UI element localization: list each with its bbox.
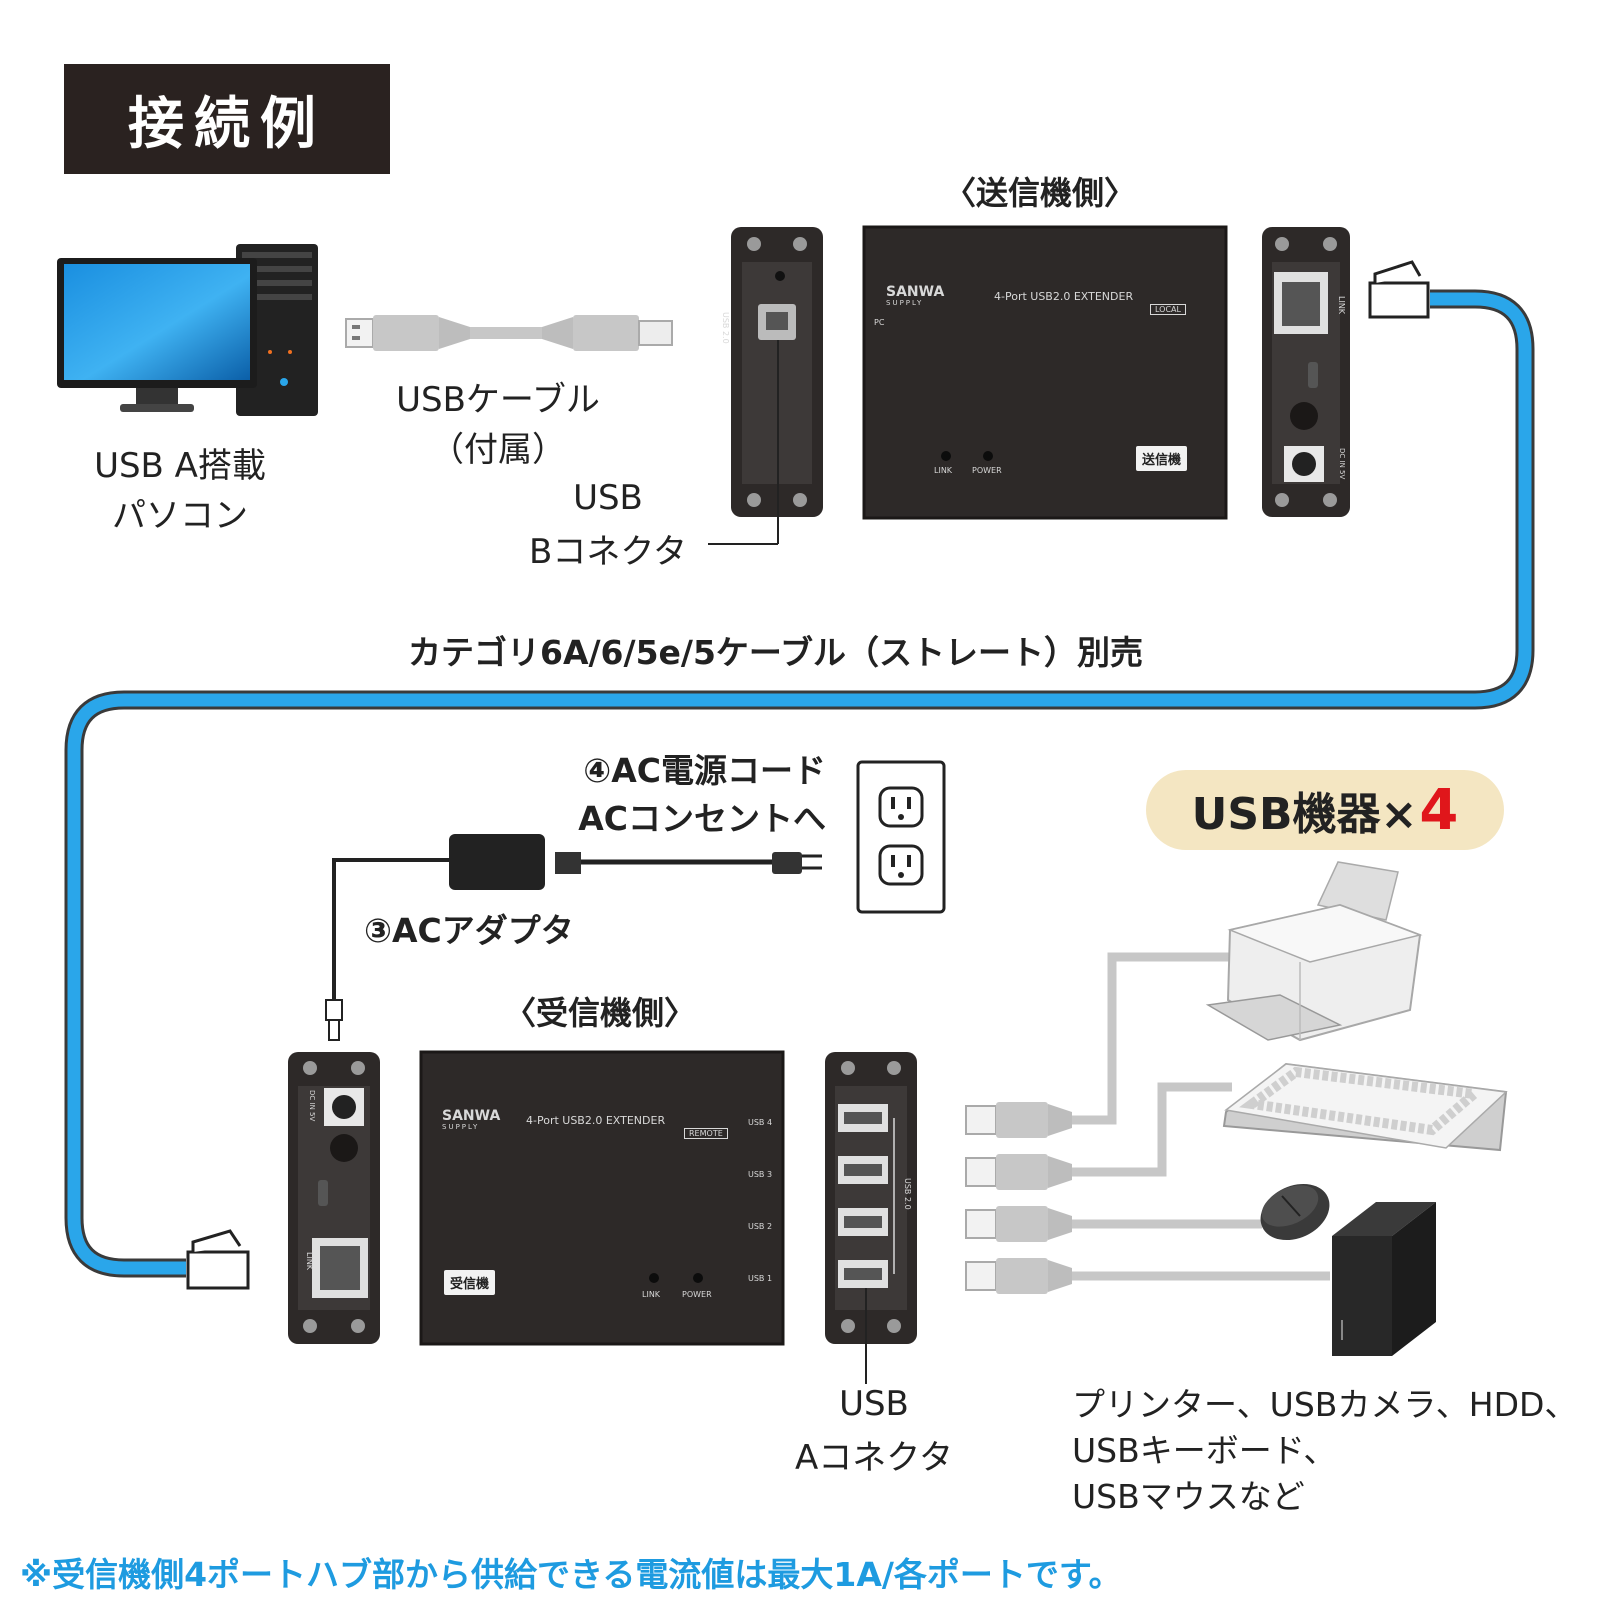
receiver-side-dc-label: DC IN 5V <box>308 1090 316 1122</box>
usb-devices-badge: USB機器×4 <box>1146 770 1504 850</box>
usb-b-label: USB <box>573 478 643 518</box>
receiver-port-usb1: USB 1 <box>748 1274 773 1283</box>
usb-cable-label: USBケーブル <box>396 380 600 420</box>
usb-device-cables <box>1070 952 1330 1281</box>
usb-devices-label: USB機器× <box>1191 789 1418 840</box>
receiver-side-label: 〈受信機側〉 <box>503 994 696 1032</box>
usb-a-label: USB <box>839 1384 909 1424</box>
receiver-brand-sub: SUPPLY <box>442 1123 480 1131</box>
sender-side-link-label: LINK <box>1337 296 1346 315</box>
sender-side-usb-label: USB 2.0 <box>721 312 730 344</box>
pc-icon <box>57 244 318 416</box>
sender-brand: SANWA <box>886 284 945 300</box>
sender-side-label: 〈送信機側〉 <box>943 174 1136 212</box>
usb-b-connector-label: Bコネクタ <box>529 532 687 572</box>
ac-outlet-label: ACコンセントへ <box>578 799 826 838</box>
devices-line-3: USBマウスなど <box>1072 1477 1305 1516</box>
usb-a-plugs-icon <box>965 1102 1072 1294</box>
receiver-side-panel-lan <box>288 1052 380 1344</box>
receiver-mode: REMOTE <box>684 1128 728 1139</box>
rj45-plug-bottom-icon <box>186 1229 250 1290</box>
sender-brand-sub: SUPPLY <box>886 299 924 307</box>
rj45-plug-top-icon <box>1368 260 1430 319</box>
sender-badge: 送信機 <box>1136 446 1188 471</box>
receiver-device-body <box>419 1050 785 1346</box>
ac-adapter-icon <box>449 834 822 890</box>
hdd-icon <box>1332 1202 1436 1356</box>
dc-cable <box>332 858 449 1010</box>
receiver-port-usb4: USB 4 <box>748 1118 773 1127</box>
printer-icon <box>1205 861 1423 1042</box>
lan-cable <box>64 289 1535 1278</box>
receiver-led-power: POWER <box>682 1290 712 1299</box>
usb-devices-count: 4 <box>1419 777 1459 843</box>
sender-led-link: LINK <box>934 466 953 475</box>
receiver-side-panel-usb <box>825 1052 917 1344</box>
devices-line-2: USBキーボード、 <box>1072 1431 1337 1470</box>
receiver-led-link: LINK <box>642 1290 661 1299</box>
sender-side-dc-label: DC IN 5V <box>1338 448 1346 480</box>
sender-led-power: POWER <box>972 466 1002 475</box>
usb-a-connector-label: Aコネクタ <box>795 1438 953 1478</box>
receiver-badge: 受信機 <box>444 1270 496 1295</box>
usb-cable-icon <box>345 315 673 351</box>
ac-adapter-label: ③ACアダプタ <box>364 911 574 950</box>
pc-label: USB A搭載 <box>94 446 266 486</box>
mouse-icon <box>1260 1183 1330 1241</box>
receiver-port-usb2: USB 2 <box>748 1222 773 1231</box>
receiver-model: 4-Port USB2.0 EXTENDER <box>526 1114 666 1127</box>
page-title: 接続例 <box>128 91 326 157</box>
lan-cable-label: カテゴリ6A/6/5e/5ケーブル（ストレート）別売 <box>408 633 1143 672</box>
receiver-side-link-label: LINK <box>305 1252 314 1271</box>
sender-pc-port-label: PC <box>874 318 885 327</box>
receiver-side-usb-label: USB 2.0 <box>903 1178 912 1210</box>
receiver-brand: SANWA <box>442 1108 501 1124</box>
keyboard-icon <box>1222 1062 1508 1152</box>
footnote: ※受信機側4ポートハブ部から供給できる電流値は最大1A/各ポートです。 <box>20 1555 1122 1594</box>
usb-cable-included-label: （付属） <box>430 430 566 470</box>
title-box: 接続例 <box>64 64 390 174</box>
devices-line-1: プリンター、USBカメラ、HDD、 <box>1072 1385 1578 1424</box>
ac-cord-label: ④AC電源コード <box>583 751 826 790</box>
ac-outlet-icon <box>856 760 946 914</box>
sender-device-body <box>862 225 1228 520</box>
sender-side-panel-lan <box>1262 227 1350 517</box>
sender-model: 4-Port USB2.0 EXTENDER <box>994 290 1134 303</box>
receiver-port-usb3: USB 3 <box>748 1170 773 1179</box>
sender-mode: LOCAL <box>1150 304 1186 315</box>
pc-label-2: パソコン <box>112 496 248 536</box>
dc-plug-icon <box>325 999 343 1041</box>
